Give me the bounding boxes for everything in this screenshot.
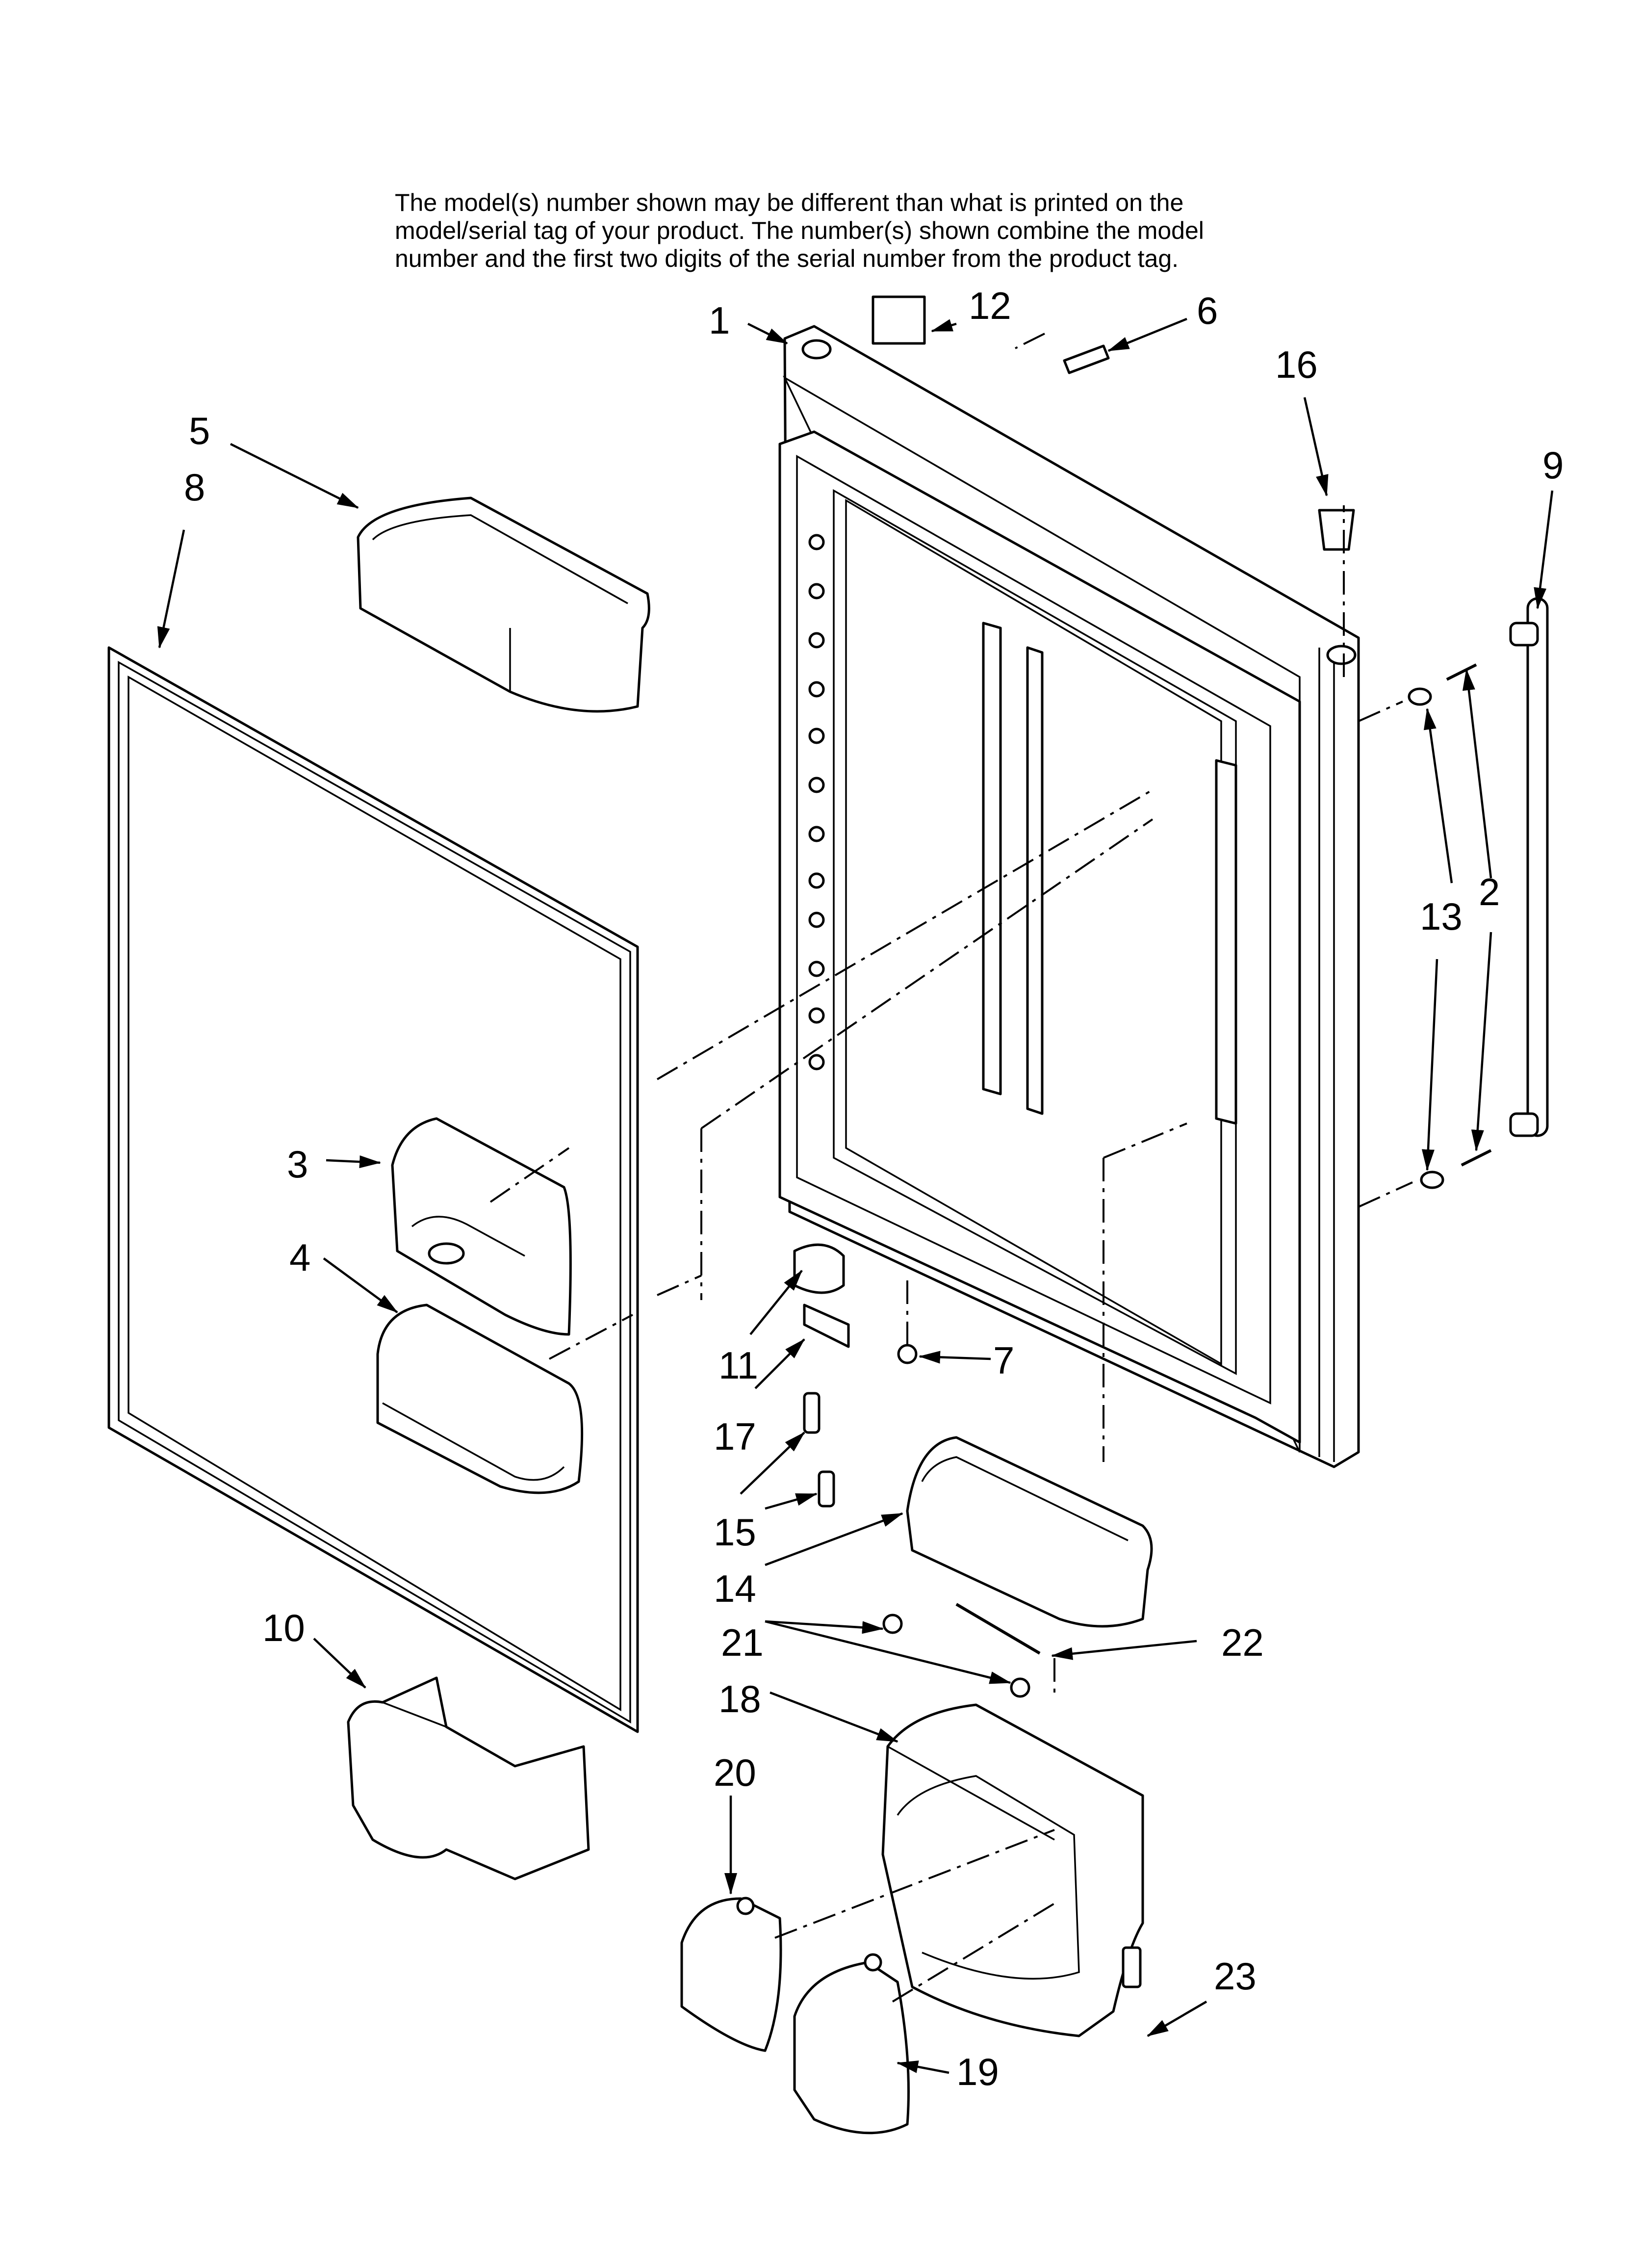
small-hardware bbox=[793, 295, 1355, 1988]
callout-15: 15 bbox=[714, 1511, 756, 1554]
callouts: 1 12 6 16 9 5 8 13 2 3 4 11 7 17 15 14 2… bbox=[184, 284, 1564, 2093]
note-line-3: number and the first two digits of the s… bbox=[395, 245, 1179, 272]
callout-20: 20 bbox=[714, 1751, 756, 1794]
callout-7: 7 bbox=[993, 1339, 1014, 1382]
callout-3: 3 bbox=[287, 1143, 308, 1186]
cap-19 bbox=[793, 1953, 910, 2135]
callout-10: 10 bbox=[262, 1606, 305, 1649]
callout-11: 11 bbox=[718, 1344, 758, 1387]
door-handle-9 bbox=[1509, 597, 1549, 1137]
callout-14: 14 bbox=[714, 1567, 756, 1610]
model-number-note: The model(s) number shown may be differe… bbox=[395, 189, 1449, 273]
callout-16: 16 bbox=[1275, 343, 1318, 386]
callout-1: 1 bbox=[709, 299, 730, 342]
callout-13: 13 bbox=[1420, 895, 1462, 938]
cap-20 bbox=[680, 1897, 782, 2052]
callout-18: 18 bbox=[718, 1677, 761, 1721]
leader-lines bbox=[157, 317, 1554, 2074]
dispenser-housing-18 bbox=[881, 1703, 1144, 2037]
note-line-2: model/serial tag of your product. The nu… bbox=[395, 217, 1204, 244]
callout-6: 6 bbox=[1197, 289, 1218, 332]
handle-screws bbox=[1408, 663, 1492, 1189]
door-bin-5 bbox=[357, 496, 650, 713]
door-liner bbox=[778, 325, 1360, 1468]
callout-22: 22 bbox=[1221, 1621, 1264, 1664]
callout-12: 12 bbox=[969, 284, 1011, 327]
callout-5: 5 bbox=[189, 409, 210, 452]
door-bin-3 bbox=[391, 1117, 572, 1336]
door-bin-4 bbox=[376, 1303, 584, 1494]
door-bin-10 bbox=[347, 1676, 590, 1880]
door-bin-14 bbox=[906, 1436, 1153, 1628]
callout-4: 4 bbox=[289, 1236, 310, 1279]
callout-9: 9 bbox=[1542, 443, 1564, 487]
callout-17: 17 bbox=[714, 1415, 756, 1458]
callout-8: 8 bbox=[184, 466, 205, 509]
callout-2: 2 bbox=[1479, 870, 1500, 913]
callout-19: 19 bbox=[956, 2050, 999, 2093]
assembly-lines bbox=[489, 333, 1413, 2003]
note-line-1: The model(s) number shown may be differe… bbox=[395, 189, 1184, 216]
callout-23: 23 bbox=[1214, 1955, 1257, 1998]
callout-21: 21 bbox=[721, 1621, 764, 1664]
